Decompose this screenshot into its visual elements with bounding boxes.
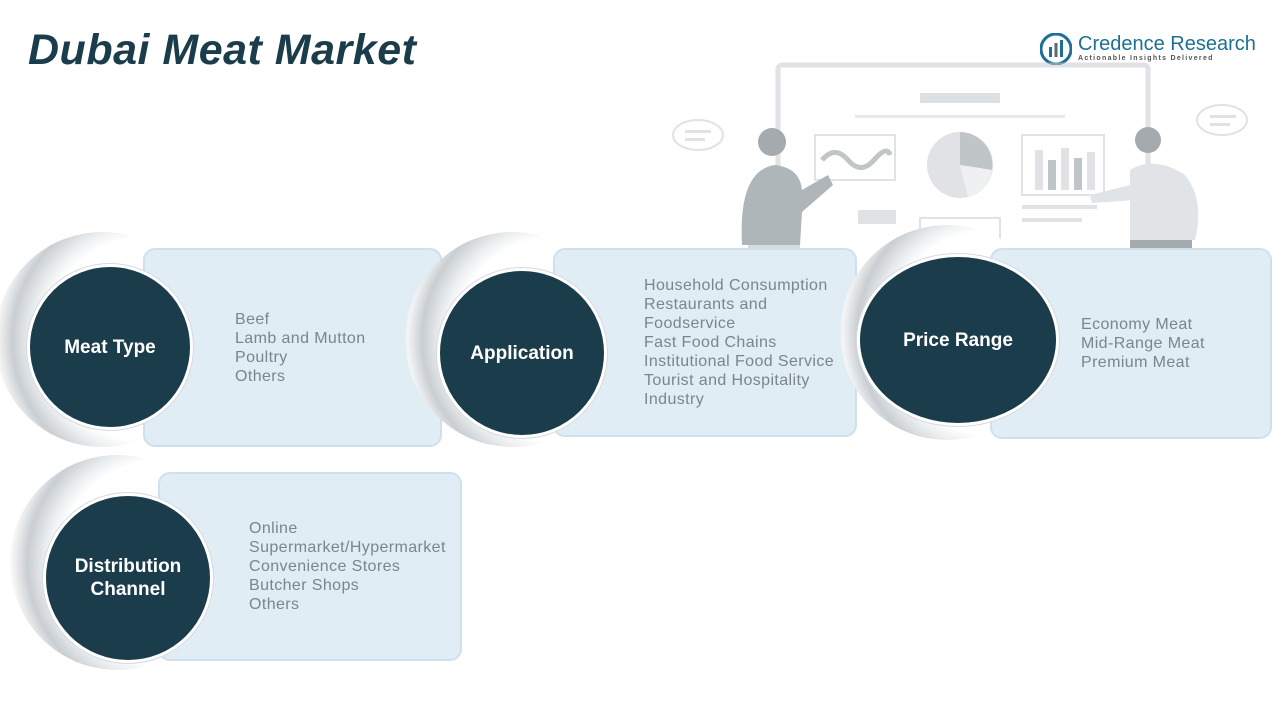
logo-name: Credence Research: [1078, 33, 1256, 55]
segment-items: Beef Lamb and Mutton Poultry Others: [235, 310, 430, 386]
list-item: Restaurants and Foodservice: [644, 296, 768, 332]
list-item: Lamb and Mutton: [235, 330, 366, 347]
segment-heading: Application: [437, 268, 607, 438]
list-item: Fast Food Chains: [644, 334, 777, 351]
list-item: Others: [235, 368, 286, 385]
list-item: Mid-Range Meat: [1081, 335, 1205, 352]
list-item: Economy Meat: [1081, 316, 1193, 333]
list-item: Butcher Shops: [249, 577, 360, 594]
segment-heading: Price Range: [857, 254, 1059, 426]
list-item: Tourist and Hospitality Industry: [644, 372, 810, 408]
segment-heading: Distribution Channel: [43, 493, 213, 663]
list-item: Beef: [235, 311, 270, 328]
logo-tagline: Actionable Insights Delivered: [1078, 55, 1214, 62]
list-item: Household Consumption: [644, 277, 828, 294]
segment-items: Household Consumption Restaurants and Fo…: [644, 276, 844, 409]
page-title: Dubai Meat Market: [28, 26, 417, 74]
list-item: Convenience Stores: [249, 558, 401, 575]
segment-items: Economy Meat Mid-Range Meat Premium Meat: [1081, 315, 1261, 372]
list-item: Poultry: [235, 349, 288, 366]
segment-items: Online Supermarket/Hypermarket Convenien…: [249, 519, 457, 614]
list-item: Online: [249, 520, 298, 537]
list-item: Supermarket/Hypermarket: [249, 539, 446, 556]
list-item: Institutional Food Service: [644, 353, 835, 370]
list-item: Others: [249, 596, 300, 613]
segment-heading: Meat Type: [27, 264, 193, 430]
list-item: Premium Meat: [1081, 354, 1190, 371]
